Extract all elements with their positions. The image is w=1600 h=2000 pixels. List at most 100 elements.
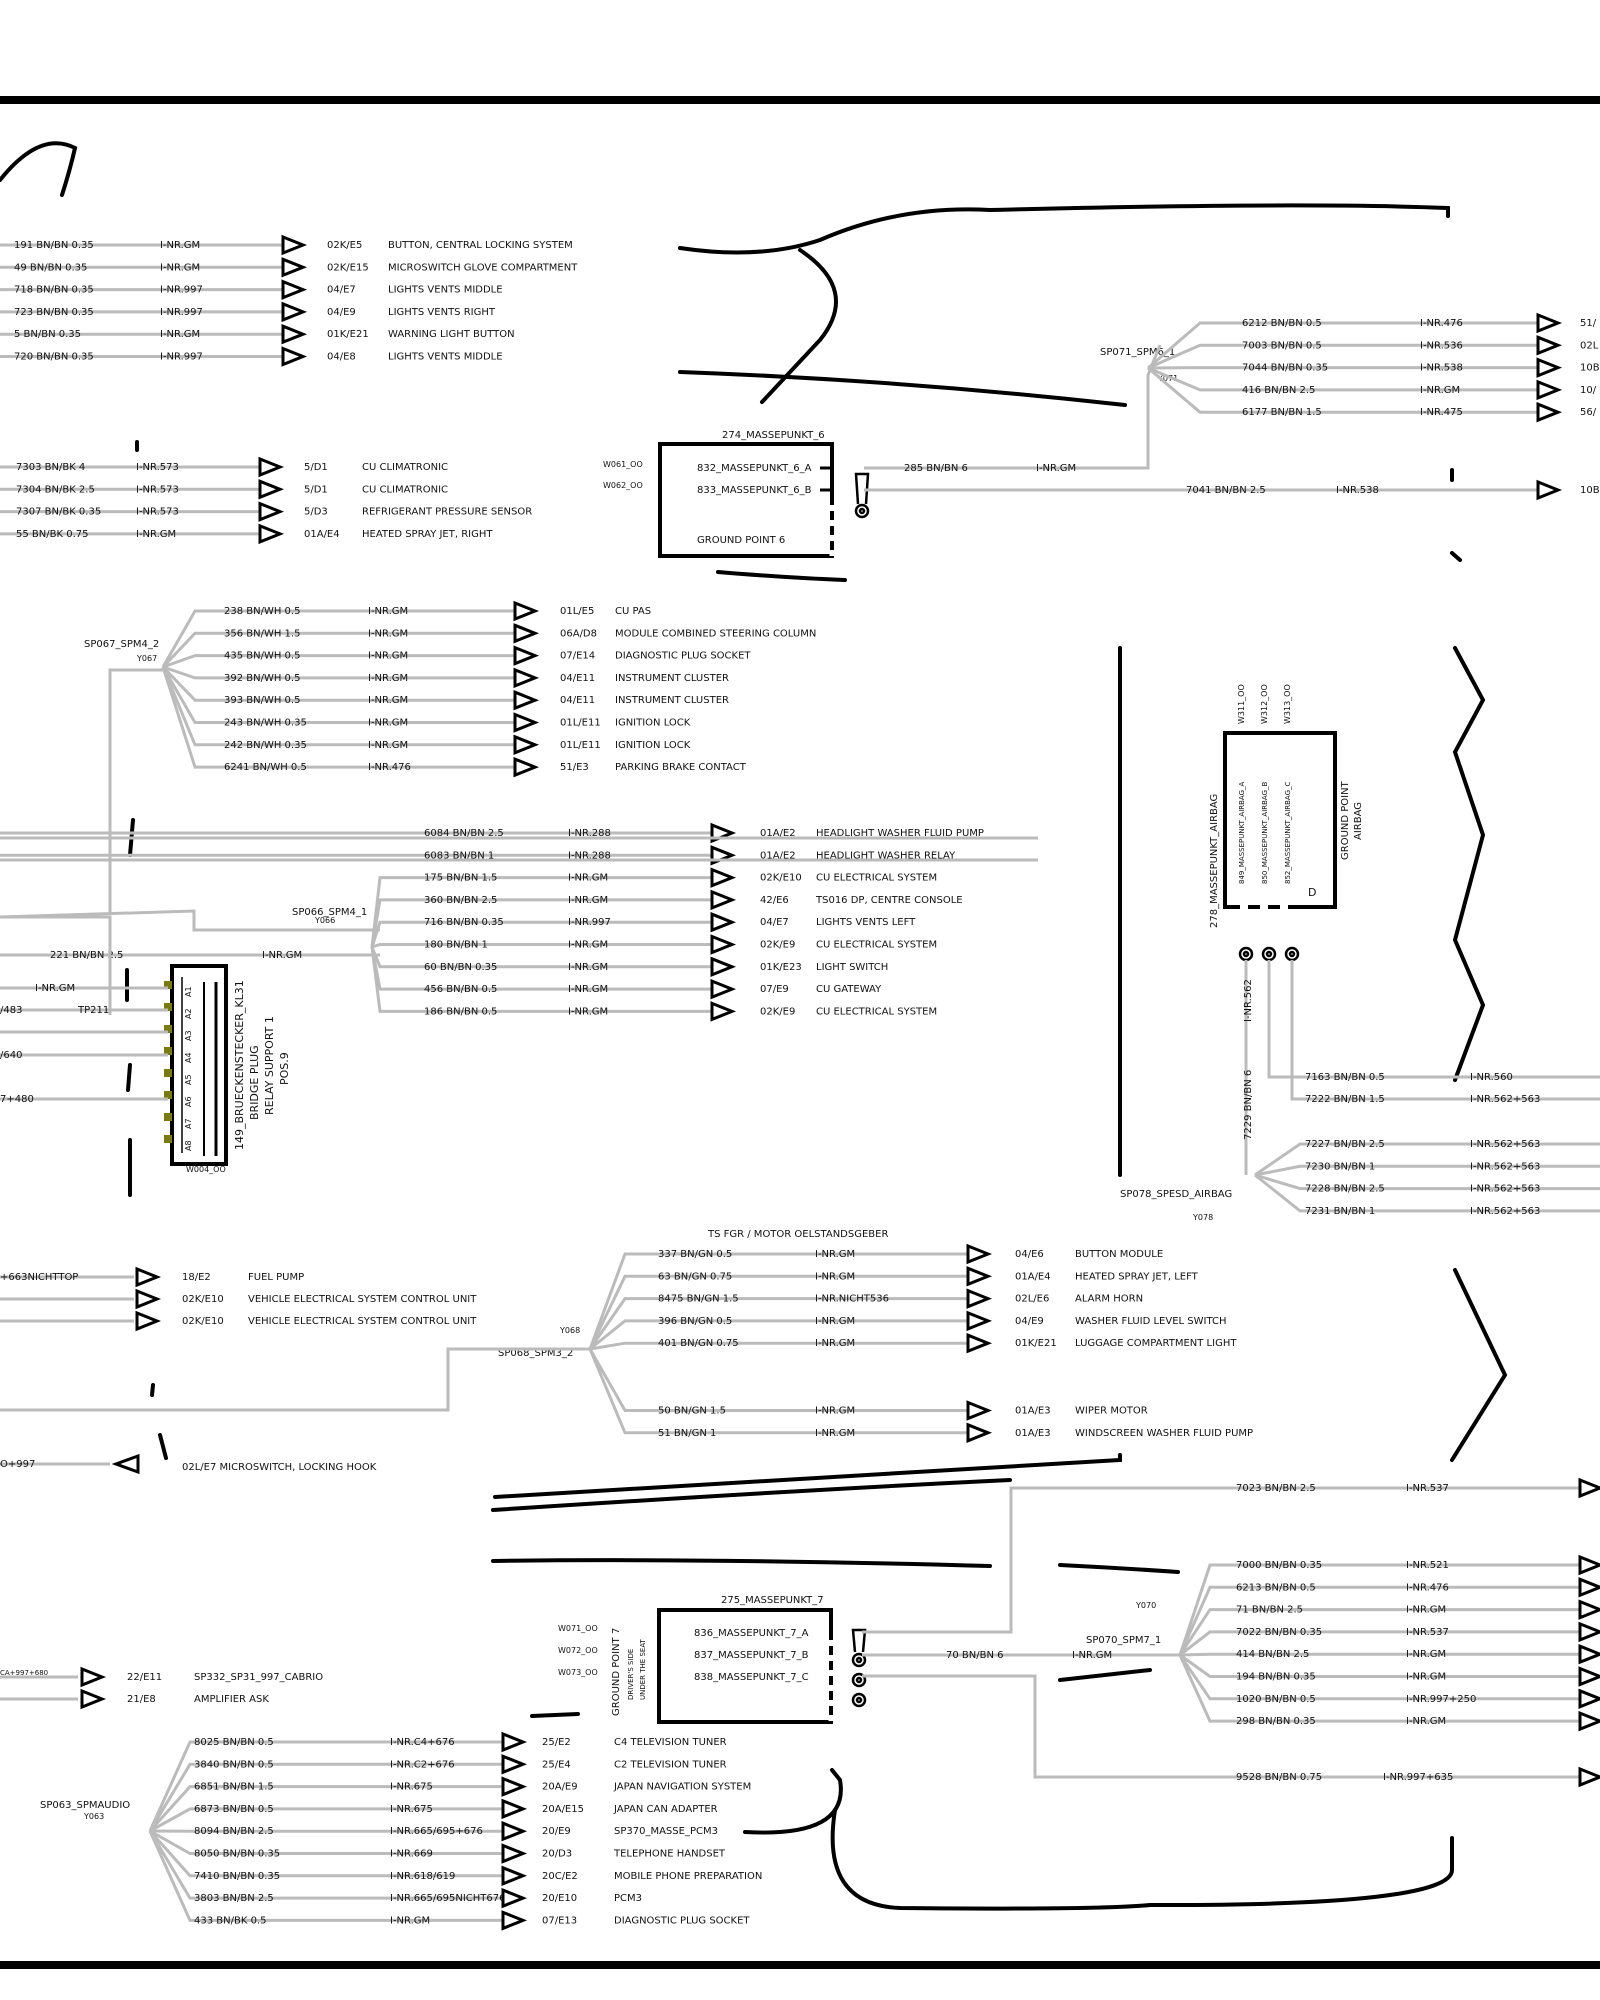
wire-desc: TS016 DP, CENTRE CONSOLE (815, 895, 963, 906)
wire-inr-label: I-NR.675 (390, 1782, 433, 1793)
connector-arrow-icon (281, 346, 308, 367)
wire-desc: CU ELECTRICAL SYSTEM (816, 873, 937, 884)
wire-label: 6873 BN/BN 0.5 (194, 1804, 274, 1815)
pin-label: A1 (184, 986, 193, 997)
ground6-wire2-inr: I-NR.538 (1336, 485, 1379, 496)
wire-desc: C2 TELEVISION TUNER (614, 1759, 727, 1770)
pin-label: A3 (184, 1030, 193, 1041)
wire-desc: DIAGNOSTIC PLUG SOCKET (614, 1915, 750, 1926)
wire-ref: 02L (1580, 340, 1599, 351)
wire-label: 55 BN/BK 0.75 (16, 529, 88, 540)
ground7-wire-main-inr: I-NR.GM (1072, 1650, 1112, 1661)
wire-desc: WINDSCREEN WASHER FLUID PUMP (1075, 1428, 1253, 1439)
fuel-wire: +663NICHTTOP (0, 1272, 78, 1283)
wire (148, 1740, 503, 1832)
amp-ref: 21/E8 (127, 1694, 156, 1705)
wire (588, 1252, 968, 1350)
wire-label: 360 BN/BN 2.5 (424, 895, 497, 906)
connector-arrow-icon (710, 1001, 737, 1022)
wire (161, 631, 515, 669)
wire (1178, 1654, 1580, 1701)
wire-inr-label: I-NR.997 (160, 307, 203, 318)
wire (161, 666, 515, 724)
wire-label: 356 BN/WH 1.5 (224, 628, 300, 639)
wire-label: 238 BN/WH 0.5 (224, 606, 300, 617)
wire-desc: JAPAN CAN ADAPTER (613, 1804, 718, 1815)
wire-label: 7304 BN/BK 2.5 (16, 484, 95, 495)
airbag-wire-b: 7222 BN/BN 1.5 (1305, 1094, 1385, 1105)
wire-desc: ALARM HORN (1075, 1294, 1143, 1305)
wire-desc: CU CLIMATRONIC (362, 484, 448, 495)
wire-label: 60 BN/BN 0.35 (424, 962, 497, 973)
wire-label: 435 BN/WH 0.5 (224, 651, 300, 662)
wire-ref: 51/ (1580, 318, 1597, 329)
wire-desc: LIGHTS VENTS LEFT (816, 917, 916, 928)
connector-arrow-icon (281, 323, 308, 345)
wire-label: 194 BN/BN 0.35 (1236, 1672, 1316, 1683)
wire-label: 716 BN/BN 0.35 (424, 917, 504, 928)
wire-ref: 25/E4 (542, 1759, 571, 1770)
wire-desc: HEATED SPRAY JET, RIGHT (362, 529, 493, 540)
connector-arrow-icon (501, 1731, 528, 1753)
pin-marker (164, 1069, 172, 1077)
wire-inr-label: I-NR.618/619 (390, 1871, 455, 1882)
wire-desc: CU GATEWAY (816, 984, 882, 995)
connector-arrow-icon (1578, 1688, 1600, 1710)
wire (588, 1348, 968, 1435)
pin-label: A2 (184, 1008, 193, 1019)
wire-inr-label: I-NR.GM (1406, 1716, 1446, 1727)
connector-arrow-icon (1536, 335, 1563, 356)
wire-ref: 01L/E5 (560, 606, 594, 617)
connector-arrow-icon (501, 1910, 528, 1931)
wire-label: 180 BN/BN 1 (424, 940, 488, 951)
wire (1178, 1563, 1580, 1656)
wire-inr-label: I-NR.GM (368, 628, 408, 639)
ground7-wire-top: 7023 BN/BN 2.5 (1236, 1483, 1316, 1494)
wire-inr-label: I-NR.GM (815, 1249, 855, 1260)
wire-inr-label: I-NR.288 (568, 850, 611, 861)
wire-inr-label: I-NR.GM (368, 651, 408, 662)
wire-inr-label: I-NR.GM (568, 1006, 608, 1017)
wire-label: 298 BN/BN 0.35 (1236, 1716, 1316, 1727)
airbag-title: 278_MASSEPUNKT_AIRBAG (1209, 794, 1220, 928)
bridge-w480: 7+480 (0, 1094, 34, 1105)
wire-label: 6241 BN/WH 0.5 (224, 762, 307, 773)
ground7-wire-bot: 9528 BN/BN 0.75 (1236, 1772, 1322, 1783)
pin-label: A4 (184, 1052, 193, 1063)
micro-desc: 02L/E7 MICROSWITCH, LOCKING HOOK (182, 1462, 377, 1473)
connector-arrow-icon (710, 889, 737, 911)
wire-ref: 01K/E21 (1015, 1338, 1057, 1349)
splice-label: SP066_SPM4_1 (292, 907, 367, 918)
ground7-pin-a: 836_MASSEPUNKT_7_A (694, 1628, 809, 1639)
airbag-pin-b: 850_MASSEPUNKT_AIRBAG_B (1261, 781, 1269, 884)
wire-label: 6212 BN/BN 0.5 (1242, 318, 1322, 329)
wire-label: 414 BN/BN 2.5 (1236, 1649, 1309, 1660)
wire-ref: 5/D1 (304, 484, 328, 495)
wire-inr-label: I-NR.GM (368, 718, 408, 729)
wire-ref: 01K/E23 (760, 962, 802, 973)
connector-arrow-icon (710, 934, 737, 955)
wire-ref: 02K/E9 (760, 1006, 795, 1017)
splice-label: SP071_SPM6_1 (1100, 347, 1175, 358)
splice-label: SP063_SPMAUDIO (40, 1800, 130, 1811)
connector-arrow-icon (501, 1843, 528, 1864)
ground6-pin-b: 833_MASSEPUNKT_6_B (697, 485, 812, 496)
wire-inr-label: I-NR.997 (160, 352, 203, 363)
pin-label: A7 (184, 1118, 193, 1129)
ves2-ref: 02K/E10 (182, 1316, 224, 1327)
wire-desc: REFRIGERANT PRESSURE SENSOR (362, 507, 532, 518)
ground7-wire-main: 70 BN/BN 6 (946, 1650, 1004, 1661)
wire-ref: 10/ (1580, 385, 1597, 396)
wire (589, 1341, 968, 1351)
wire-ref: 5/D1 (304, 462, 328, 473)
ground7-w3: W073_OO (558, 1668, 598, 1677)
connector-arrow-icon (281, 279, 308, 300)
ground-point-7: 275_MASSEPUNKT_7 836_MASSEPUNKT_7_A 837_… (558, 1477, 1600, 1788)
wire-inr-label: I-NR.562+563 (1470, 1206, 1540, 1217)
wire (148, 1830, 503, 1922)
connector-arrow-icon (513, 623, 540, 644)
wire-label: 51 BN/GN 1 (658, 1428, 716, 1439)
pin-label: A6 (184, 1096, 193, 1107)
